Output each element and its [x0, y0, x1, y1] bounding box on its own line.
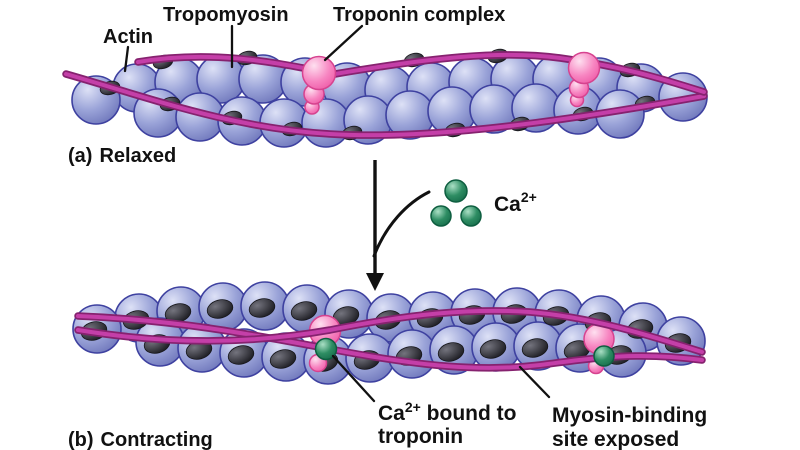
down-arrow-head-icon: [366, 273, 384, 291]
calcium-ion: [431, 206, 451, 226]
troponin-head: [569, 53, 600, 84]
actin-sphere: [260, 99, 308, 147]
calcium-ion: [445, 180, 467, 202]
myosin-label-line1: Myosin-binding: [552, 404, 707, 427]
actin-label: Actin: [103, 26, 153, 48]
troponin-pointer-line: [325, 26, 362, 60]
ca-bound-base: Ca: [378, 402, 405, 425]
calcium-entry: Ca2+: [366, 160, 537, 291]
ca-bound-label-line1: Ca2+ bound to: [378, 399, 516, 425]
troponin-head: [303, 57, 336, 90]
contracting-filament: [73, 282, 705, 384]
ca-bound-label-line2: troponin: [378, 425, 463, 448]
calcium-ion: [461, 206, 481, 226]
section-a-name: Relaxed: [99, 145, 176, 167]
troponin-complex-label: Troponin complex: [333, 4, 505, 26]
ca-bound-rest: bound to: [421, 402, 517, 425]
calcium-ion-bound-2: [594, 346, 614, 366]
section-b-label: (b) Contracting: [68, 429, 213, 450]
myosin-label-line2: site exposed: [552, 428, 679, 450]
calcium-flow-curve: [374, 192, 429, 256]
calcium-label-base: Ca: [494, 193, 521, 216]
section-a-label: (a) Relaxed: [68, 145, 176, 167]
ca-bound-sup: 2+: [405, 399, 421, 415]
calcium-label: Ca2+: [494, 189, 537, 216]
tropomyosin-label: Tropomyosin: [163, 4, 289, 26]
section-a-prefix: (a): [68, 145, 92, 167]
calcium-label-sup: 2+: [521, 189, 537, 205]
relaxed-filament: [66, 47, 707, 147]
section-b-prefix: (b): [68, 429, 94, 450]
section-b-name: Contracting: [101, 429, 213, 450]
myosin-site-pointer-line: [520, 367, 549, 397]
